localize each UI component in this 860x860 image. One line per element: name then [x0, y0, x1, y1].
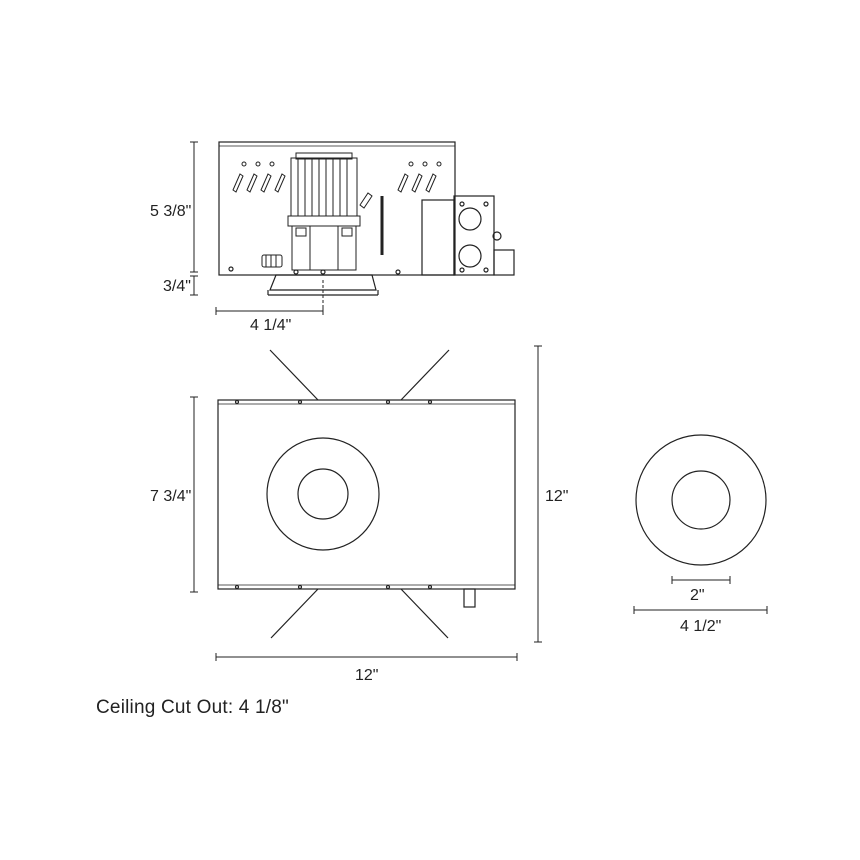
lamp-body [287, 215, 361, 271]
vent-slots-right [397, 161, 442, 193]
trim-dimension-lines [633, 576, 768, 614]
aperture-ring [297, 468, 349, 520]
heat-sink [290, 152, 358, 217]
dim-side-offset: 4 1/4" [250, 317, 291, 334]
trim-front-view [635, 434, 767, 566]
trim-aperture-circle [671, 470, 731, 530]
dim-aperture: 2" [690, 587, 705, 604]
junction-box [421, 195, 515, 276]
ceiling-cutout-caption: Ceiling Cut Out: 4 1/8" [96, 697, 289, 718]
dim-trim-depth: 3/4" [163, 278, 191, 295]
dim-plan-length: 12" [355, 667, 378, 684]
adjustment-knob [261, 254, 283, 268]
dim-plan-depth: 7 3/4" [150, 488, 191, 505]
trim-outer-circle [635, 434, 767, 566]
connector-stub [463, 588, 476, 608]
spring-arm [269, 349, 319, 401]
side-dimension-lines [190, 141, 324, 315]
dim-plan-width: 12" [545, 488, 568, 505]
trim-outer-ring [266, 437, 380, 551]
dim-side-height: 5 3/8" [150, 203, 191, 220]
spring-arm [400, 588, 449, 639]
spring-arm [270, 588, 319, 639]
housing-plan-outline [217, 399, 516, 590]
dim-trim-diameter: 4 1/2" [680, 618, 721, 635]
spring-arm [400, 349, 450, 401]
plan-dimension-lines [190, 345, 542, 661]
housing-outline [218, 141, 456, 276]
side-elevation-view [218, 141, 515, 311]
plan-view [217, 349, 516, 639]
vent-slots-left [232, 161, 286, 193]
